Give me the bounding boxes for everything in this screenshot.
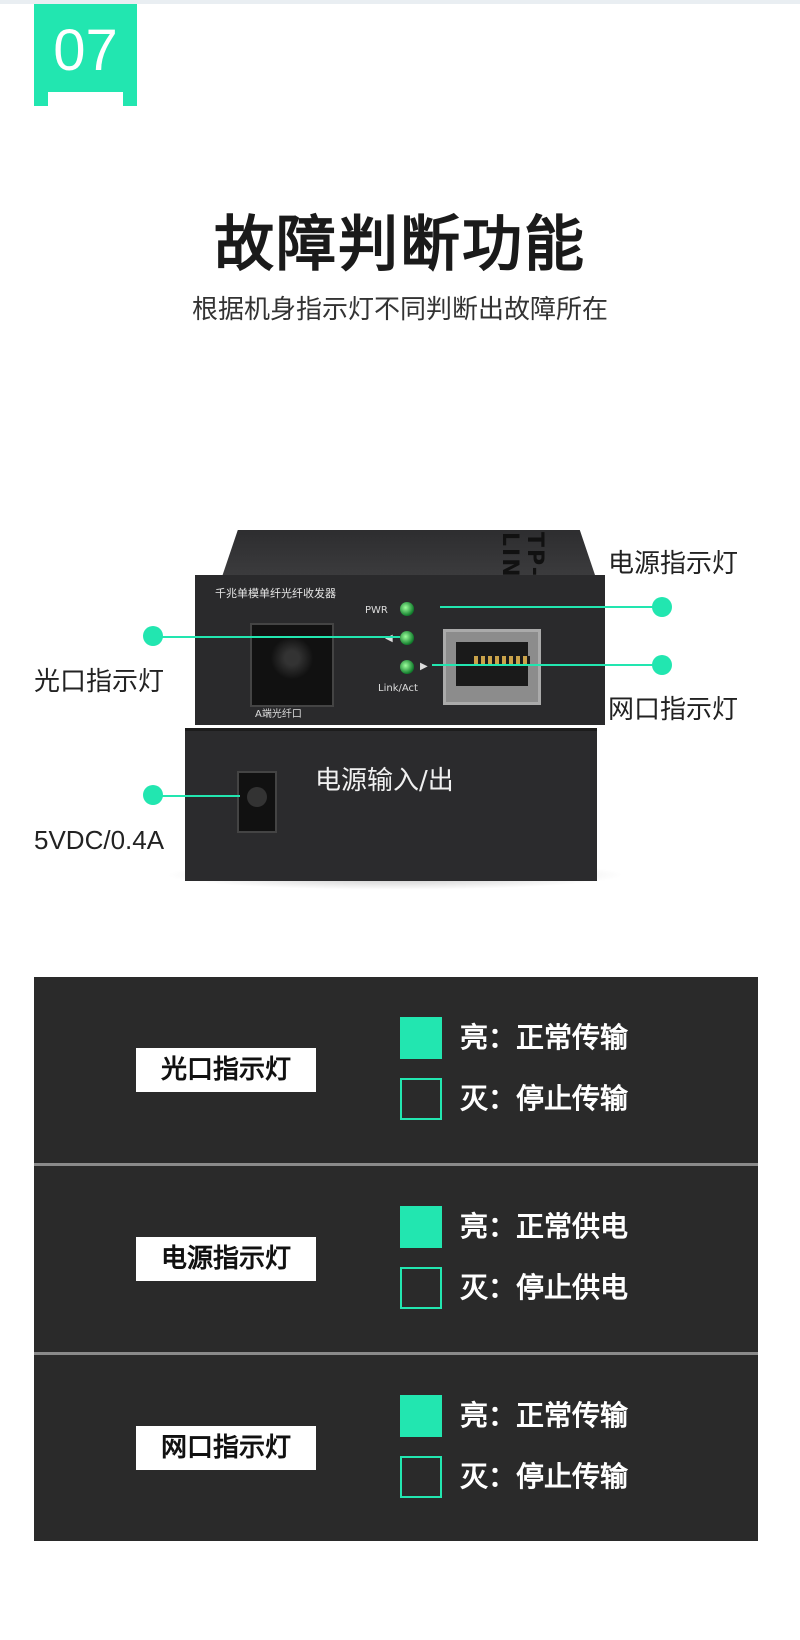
fiber-port — [250, 623, 334, 707]
off-square-icon — [400, 1078, 442, 1120]
left-arrow-icon: ◀ — [385, 633, 393, 644]
panel-label: 千兆单模单纤光纤收发器 — [215, 587, 336, 600]
state-off: 灭：停止供电 — [460, 1271, 629, 1304]
power-led-dot — [652, 597, 672, 617]
top-divider — [0, 0, 800, 4]
row-divider — [34, 1352, 758, 1355]
led-link-label: Link/Act — [378, 683, 418, 694]
network-led-callout: 网口指示灯 — [608, 695, 739, 725]
pwr-led-icon — [400, 602, 414, 616]
table-row: 电源指示灯 亮：正常供电 灭：停止供电 — [34, 1166, 758, 1352]
page-title: 故障判断功能 — [214, 210, 586, 280]
rj45-port — [443, 629, 541, 705]
power-led-callout: 电源指示灯 — [608, 549, 739, 579]
state-off: 灭：停止传输 — [460, 1082, 629, 1115]
device-top — [222, 530, 595, 575]
dc-jack — [237, 771, 277, 833]
fiber-hole — [267, 633, 317, 683]
link-led-icon — [400, 660, 414, 674]
row-divider — [34, 1163, 758, 1166]
network-led-dot — [652, 655, 672, 675]
dc-hole — [247, 787, 267, 807]
fiber-led-dot — [143, 626, 163, 646]
state-on: 亮：正常传输 — [460, 1021, 629, 1054]
table-row: 网口指示灯 亮：正常传输 灭：停止传输 — [34, 1355, 758, 1541]
device-front-panel: 千兆单模单纤光纤收发器 A端光纤口 PWR ◀ ▶ Link/Act — [195, 575, 605, 725]
fiber-led-line — [155, 636, 400, 638]
on-square-icon — [400, 1395, 442, 1437]
state-on: 亮：正常供电 — [460, 1210, 629, 1243]
power-io-label: 电源输入/出 — [315, 766, 454, 796]
power-led-line — [440, 606, 662, 608]
row-label: 电源指示灯 — [136, 1237, 316, 1281]
table-row: 光口指示灯 亮：正常传输 灭：停止传输 — [34, 977, 758, 1163]
off-square-icon — [400, 1267, 442, 1309]
device-bottom-panel: 电源输入/出 — [185, 728, 597, 881]
on-square-icon — [400, 1206, 442, 1248]
power-spec-line — [155, 795, 240, 797]
power-spec-callout: 5VDC/0.4A — [34, 825, 165, 855]
led-pwr-label: PWR — [365, 605, 388, 616]
section-number: 07 — [53, 18, 118, 83]
network-led-line — [432, 664, 662, 666]
transceiver-device: TP-LINK 千兆单模单纤光纤收发器 A端光纤口 PWR ◀ ▶ Link/A… — [165, 530, 625, 890]
on-square-icon — [400, 1017, 442, 1059]
fiber-led-icon — [400, 631, 414, 645]
fiber-port-label: A端光纤口 — [255, 709, 302, 720]
row-label: 光口指示灯 — [136, 1048, 316, 1092]
row-label: 网口指示灯 — [136, 1426, 316, 1470]
badge-notch — [48, 92, 123, 106]
right-arrow-icon: ▶ — [420, 661, 428, 672]
page-subtitle: 根据机身指示灯不同判断出故障所在 — [191, 295, 608, 325]
state-on: 亮：正常传输 — [460, 1399, 629, 1432]
off-square-icon — [400, 1456, 442, 1498]
rj45-pins — [474, 656, 530, 664]
state-off: 灭：停止传输 — [460, 1460, 629, 1493]
power-spec-dot — [143, 785, 163, 805]
fiber-led-callout: 光口指示灯 — [34, 667, 165, 697]
section-badge — [34, 4, 137, 106]
indicator-table: 光口指示灯 亮：正常传输 灭：停止传输 电源指示灯 亮：正常供电 灭：停止供电 … — [34, 977, 758, 1541]
